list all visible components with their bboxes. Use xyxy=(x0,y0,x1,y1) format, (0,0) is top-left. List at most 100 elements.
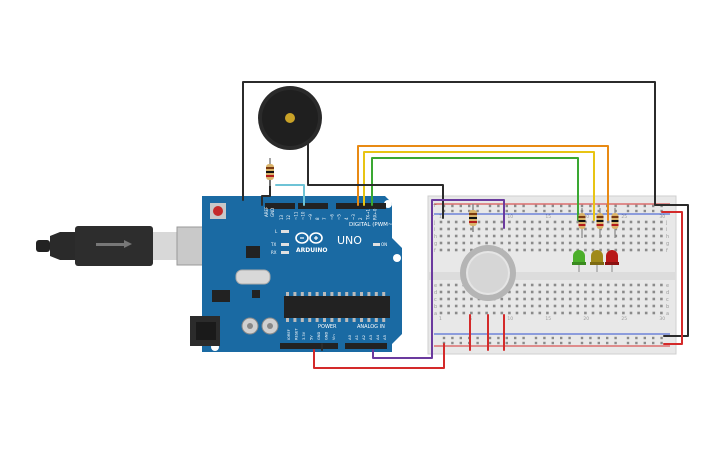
digital-pin-label: 8 xyxy=(315,217,320,220)
digital-pin-label: ~11 xyxy=(293,211,298,220)
column-number: 30 xyxy=(659,316,665,322)
chip-pins xyxy=(286,292,386,322)
wire-red-right xyxy=(661,211,683,345)
analog-header xyxy=(345,343,387,349)
arduino-logo-icon xyxy=(295,232,323,244)
column-number: 20 xyxy=(583,316,589,322)
row-letter: f xyxy=(434,248,436,254)
digital-pin-label: TX→1 xyxy=(365,208,370,221)
reset-button-cap[interactable] xyxy=(213,206,223,216)
wire-purple xyxy=(431,199,505,341)
row-letter: d xyxy=(666,290,669,296)
column-number: 10 xyxy=(507,316,513,322)
row-letter: g xyxy=(666,241,669,247)
digital-pin-label: 4 xyxy=(344,217,349,220)
header-left xyxy=(265,203,295,209)
row-letter: a xyxy=(434,311,437,317)
digital-label: DIGITAL (PWM~) xyxy=(349,222,395,228)
wire-black-right xyxy=(661,204,689,337)
power-pin-label: IOREF xyxy=(287,329,291,340)
led-on-label: ON xyxy=(381,242,387,247)
digital-pin-label: 2 xyxy=(358,217,363,220)
row-letter: i xyxy=(666,227,667,233)
column-number: 1 xyxy=(439,214,442,220)
column-number: 20 xyxy=(583,214,589,220)
wire-orange xyxy=(357,145,609,221)
rail-plus-label: + xyxy=(432,202,437,209)
column-number: 25 xyxy=(621,214,627,220)
led-yellow xyxy=(590,250,604,272)
wire-cyan xyxy=(275,184,305,206)
column-number: 1 xyxy=(439,316,442,322)
digital-pin-label: ~6 xyxy=(329,214,334,220)
digital-pin-label: 13 xyxy=(279,214,284,220)
breadboard-column-numbers: 115510101515202025253030 xyxy=(439,214,665,322)
analog-pin-label: A0 xyxy=(347,334,352,340)
header-mid xyxy=(298,203,328,209)
brand-text: ARDUINO xyxy=(296,247,327,254)
row-letter: h xyxy=(666,234,669,240)
row-letter: b xyxy=(434,304,437,310)
led-tx-label: TX xyxy=(270,242,276,247)
analog-pin-label: A4 xyxy=(375,334,380,340)
row-letter: d xyxy=(434,290,437,296)
wire-yellow xyxy=(363,151,595,221)
row-letter: c xyxy=(434,297,437,303)
row-letter: j xyxy=(665,220,667,226)
wire-black-buzzer xyxy=(307,139,444,219)
analog-pin-label: A1 xyxy=(354,334,359,340)
wire-red-5v xyxy=(313,343,445,369)
digital-pin-label: 12 xyxy=(286,214,291,220)
gnd-label: GND xyxy=(270,208,275,217)
led-resistors xyxy=(578,208,619,238)
power-pin-label: GND xyxy=(325,332,329,340)
digital-pin-label: ~3 xyxy=(351,214,356,220)
row-letter: e xyxy=(434,283,437,289)
wires xyxy=(242,81,689,369)
column-number: 15 xyxy=(545,214,551,220)
power-header xyxy=(280,343,338,349)
analog-pin-label: A3 xyxy=(368,334,373,340)
led-on xyxy=(373,243,380,246)
rail-minus-label: - xyxy=(432,212,434,219)
digital-pin-label: 7 xyxy=(322,217,327,220)
digital-pin-label: ~9 xyxy=(308,214,313,220)
atmega-chip xyxy=(284,296,390,318)
led-l xyxy=(281,230,289,233)
led-tx xyxy=(281,243,289,246)
analog-label: ANALOG IN xyxy=(357,324,385,330)
power-label: POWER xyxy=(318,324,337,330)
row-letter: b xyxy=(666,304,669,310)
power-pin-label: GND xyxy=(317,332,321,340)
led-rx-label: RX xyxy=(271,250,277,255)
analog-pin-label: A2 xyxy=(361,334,366,340)
digital-pin-label: ~10 xyxy=(301,211,306,220)
led-red xyxy=(605,250,619,272)
resistor-buzzer xyxy=(266,158,274,186)
gas-sensor xyxy=(460,245,516,301)
power-pin-label: RESET xyxy=(295,328,299,340)
piezo-buzzer xyxy=(258,86,322,150)
power-pin-label: 5V xyxy=(310,335,314,340)
column-number: 10 xyxy=(507,214,513,220)
power-pin-label: Vin xyxy=(332,334,336,340)
wire-buzzer-ground xyxy=(261,177,271,206)
analog-pin-label: A5 xyxy=(382,334,387,340)
wire-green xyxy=(371,157,579,221)
row-letter: c xyxy=(666,297,669,303)
row-letter: i xyxy=(434,227,435,233)
led-l-label: L xyxy=(275,229,278,234)
row-letter: j xyxy=(433,220,435,226)
row-letter: h xyxy=(434,234,437,240)
crystal xyxy=(235,269,271,285)
power-pin-label: 3.3V xyxy=(302,331,306,340)
led-green xyxy=(572,250,586,272)
header-right xyxy=(336,203,386,209)
usb-chip xyxy=(246,246,260,258)
row-letter: a xyxy=(666,311,669,317)
small-chip xyxy=(252,290,260,298)
